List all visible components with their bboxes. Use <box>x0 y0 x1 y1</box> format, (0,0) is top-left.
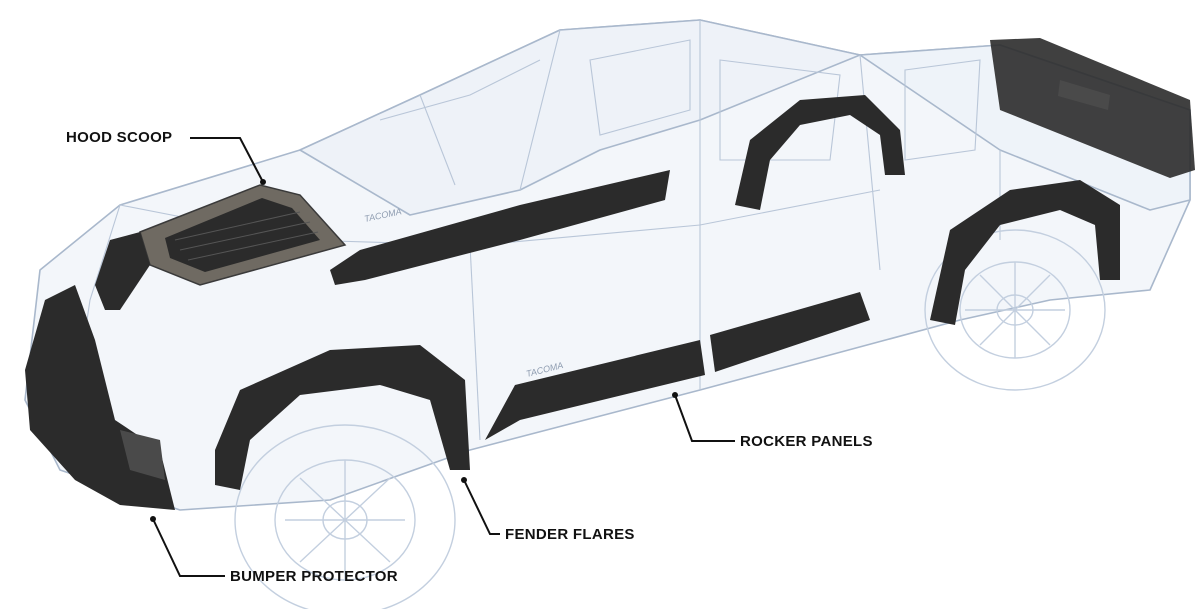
bumper-protector-leader <box>152 518 225 577</box>
bumper-protector-label: BUMPER PROTECTOR <box>230 568 398 585</box>
leader-dots <box>150 179 678 522</box>
hood-scoop-label: HOOD SCOOP <box>66 129 173 146</box>
front-door-trim <box>330 170 670 285</box>
rocker-panels-leader <box>674 394 735 442</box>
tailgate-handle <box>1058 80 1110 110</box>
front-fender-flare <box>215 345 470 490</box>
rocker-panels-label: ROCKER PANELS <box>740 433 873 450</box>
leader-lines <box>152 137 735 577</box>
rear-wheel <box>924 229 1106 391</box>
rocker-panel-rear <box>710 292 870 372</box>
rear-fender-flare <box>930 180 1120 325</box>
bumper-protector <box>25 285 175 510</box>
hood-scoop-leader <box>190 137 264 183</box>
rocker-panel-front <box>485 340 705 440</box>
fender-flares-leader <box>463 479 500 535</box>
tailgate-trim <box>990 38 1195 178</box>
fender-flares-label: FENDER FLARES <box>505 526 635 543</box>
front-wheel <box>234 424 456 609</box>
front-fender-trim <box>95 232 150 310</box>
bed-fender-flare <box>735 95 905 210</box>
